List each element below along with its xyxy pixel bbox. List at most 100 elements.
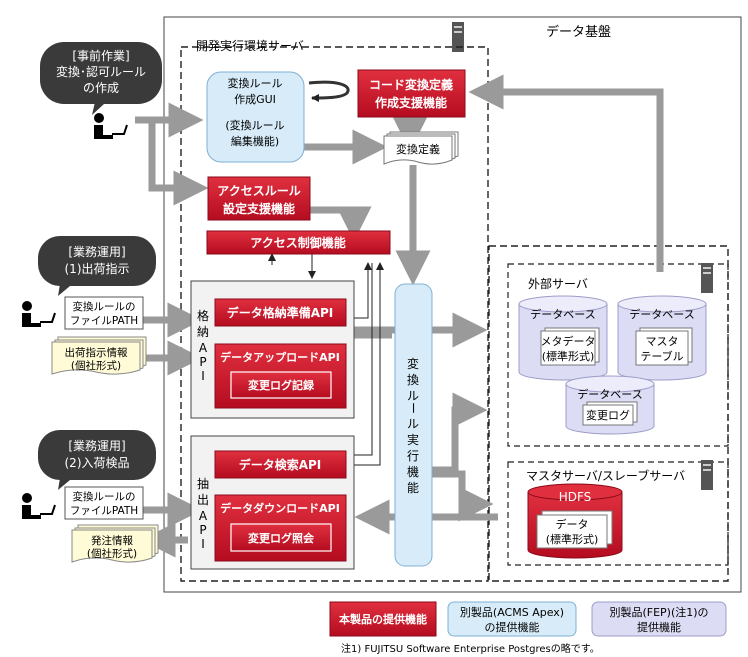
arrow-codedef-to-gui	[308, 80, 350, 102]
data-platform-title: データ基盤	[546, 24, 611, 40]
database-change-log: データベース 変更ログ	[565, 375, 655, 435]
speech-bubble-shipping: [業務運用] (1)出荷指示	[38, 236, 156, 296]
svg-text:I: I	[201, 369, 205, 383]
arrow-access-rule-to-control	[310, 206, 372, 242]
code-conversion-definition-support[interactable]: コード変換定義 作成支援機能	[357, 69, 466, 118]
svg-text:[事前作業]: [事前作業]	[72, 48, 129, 63]
legend-acms: 別製品(ACMS Apex) の提供機能	[447, 601, 577, 637]
svg-text:発注情報: 発注情報	[91, 534, 133, 547]
svg-text:ファイルPATH: ファイルPATH	[70, 505, 138, 517]
svg-text:別製品(ACMS Apex): 別製品(ACMS Apex)	[460, 605, 564, 619]
external-server-title: 外部サーバ	[528, 276, 588, 291]
svg-text:ファイルPATH: ファイルPATH	[70, 315, 138, 327]
svg-text:ル: ル	[407, 417, 419, 431]
svg-text:変更ログ: 変更ログ	[586, 408, 630, 422]
svg-text:A: A	[199, 509, 208, 523]
svg-text:データベース: データベース	[530, 307, 595, 321]
svg-text:本製品の提供機能: 本製品の提供機能	[339, 612, 427, 626]
master-slave-server-frame	[507, 461, 729, 566]
data-download-api[interactable]: データダウンロードAPI 変更ログ照会	[214, 494, 347, 562]
svg-text:機: 機	[407, 464, 419, 479]
svg-text:ル: ル	[407, 389, 419, 403]
arrow-prework-to-access-rule	[148, 120, 209, 206]
svg-text:編集機能): 編集機能)	[231, 134, 279, 148]
svg-text:[業務運用]: [業務運用]	[68, 439, 125, 453]
data-search-api[interactable]: データ検索API	[214, 450, 347, 479]
svg-text:HDFS: HDFS	[559, 490, 592, 504]
svg-text:データベース: データベース	[577, 387, 642, 401]
svg-text:(標準形式): (標準形式)	[542, 349, 595, 363]
svg-text:変換ルールの: 変換ルールの	[73, 300, 136, 313]
svg-text:[業務運用]: [業務運用]	[68, 245, 125, 259]
svg-text:I: I	[201, 537, 205, 551]
svg-text:データダウンロードAPI: データダウンロードAPI	[220, 501, 340, 515]
svg-text:(個社形式): (個社形式)	[71, 359, 121, 372]
svg-text:能: 能	[407, 481, 419, 495]
svg-text:変換ルール: 変換ルール	[228, 76, 283, 90]
svg-text:データ格納準備API: データ格納準備API	[227, 305, 334, 320]
legend-own-product: 本製品の提供機能	[329, 601, 437, 637]
line-store-to-control	[354, 262, 372, 319]
svg-text:の作成: の作成	[83, 81, 119, 95]
svg-text:設定支援機能: 設定支援機能	[223, 201, 295, 216]
svg-text:変更ログ記録: 変更ログ記録	[248, 378, 315, 392]
hdfs-storage: HDFS データ (標準形式)	[527, 483, 623, 559]
conversion-definition-doc: 変換定義	[383, 131, 459, 165]
svg-text:抽: 抽	[197, 477, 209, 491]
svg-text:変換定義: 変換定義	[396, 142, 440, 156]
footnote: 注1) FUJITSU Software Enterprise Postgres…	[341, 642, 600, 655]
svg-text:P: P	[199, 523, 206, 537]
svg-text:変換･認可ルール: 変換･認可ルール	[56, 64, 146, 79]
conversion-rule-execution[interactable]: 変 換 ル ー ル 実 行 機 能	[394, 283, 433, 567]
access-control-function[interactable]: アクセス制御機能	[206, 230, 391, 255]
arrow-conv-to-hdfs	[432, 470, 494, 522]
line-extract-to-control	[354, 262, 384, 466]
arrow-conv-to-changelog	[432, 392, 488, 474]
dev-server-title: 開発実行環境サーバ	[196, 38, 304, 53]
access-rule-support[interactable]: アクセスルール 設定支援機能	[207, 176, 311, 221]
svg-text:納: 納	[197, 325, 209, 339]
svg-text:アクセスルール: アクセスルール	[217, 184, 300, 198]
file-path-doc-shipping: 変換ルールの ファイルPATH	[64, 296, 144, 330]
svg-text:コード変換定義: コード変換定義	[369, 77, 453, 92]
external-server-frame	[507, 263, 729, 447]
master-slave-server-title: マスタサーバ/スレーブサーバ	[526, 468, 685, 483]
user-icon-prework	[94, 113, 128, 139]
data-upload-api[interactable]: データアップロードAPI 変更ログ記録	[214, 343, 347, 409]
svg-text:換: 換	[407, 373, 419, 387]
right-dashed-frame	[488, 245, 729, 582]
svg-text:作成GUI: 作成GUI	[234, 93, 276, 106]
server-icon-external	[701, 263, 713, 293]
svg-text:行: 行	[407, 449, 419, 463]
svg-text:(1)出荷指示: (1)出荷指示	[65, 261, 130, 276]
conversion-rule-gui[interactable]: 変換ルール 作成GUI (変換ルール 編集機能)	[206, 71, 305, 163]
line-extract-to-control-2	[354, 263, 373, 456]
svg-text:ー: ー	[406, 402, 420, 414]
svg-text:変更ログ照会: 変更ログ照会	[248, 531, 315, 545]
legend-fep: 別製品(FEP)(注1)の 提供機能	[591, 601, 727, 637]
svg-text:(個社形式): (個社形式)	[87, 547, 137, 560]
svg-text:マスタ: マスタ	[646, 335, 679, 348]
svg-text:の提供機能: の提供機能	[485, 620, 540, 634]
svg-text:格: 格	[197, 308, 209, 323]
svg-text:変: 変	[407, 356, 419, 371]
order-info-doc: 発注情報 (個社形式)	[71, 524, 159, 563]
database-metadata: データベース メタデータ (標準形式)	[518, 295, 608, 381]
svg-text:データベース: データベース	[629, 307, 694, 321]
svg-text:別製品(FEP)(注1)の: 別製品(FEP)(注1)の	[609, 605, 708, 619]
svg-text:実: 実	[407, 432, 419, 447]
data-store-prep-api[interactable]: データ格納準備API	[214, 298, 347, 327]
svg-text:提供機能: 提供機能	[637, 620, 681, 634]
change-log-query-box	[230, 523, 332, 552]
file-path-doc-receiving: 変換ルールの ファイルPATH	[64, 486, 144, 520]
svg-text:作成支援機能: 作成支援機能	[375, 95, 447, 110]
user-icon-receiving	[22, 493, 56, 519]
svg-text:(標準形式): (標準形式)	[546, 532, 599, 546]
svg-text:データアップロードAPI: データアップロードAPI	[220, 350, 340, 364]
change-log-record-box	[230, 371, 332, 399]
svg-text:アクセス制御機能: アクセス制御機能	[250, 235, 345, 250]
svg-text:データ検索API: データ検索API	[239, 457, 322, 472]
speech-bubble-prework: [事前作業] 変換･認可ルール の作成	[40, 42, 162, 115]
svg-text:出: 出	[197, 493, 209, 507]
